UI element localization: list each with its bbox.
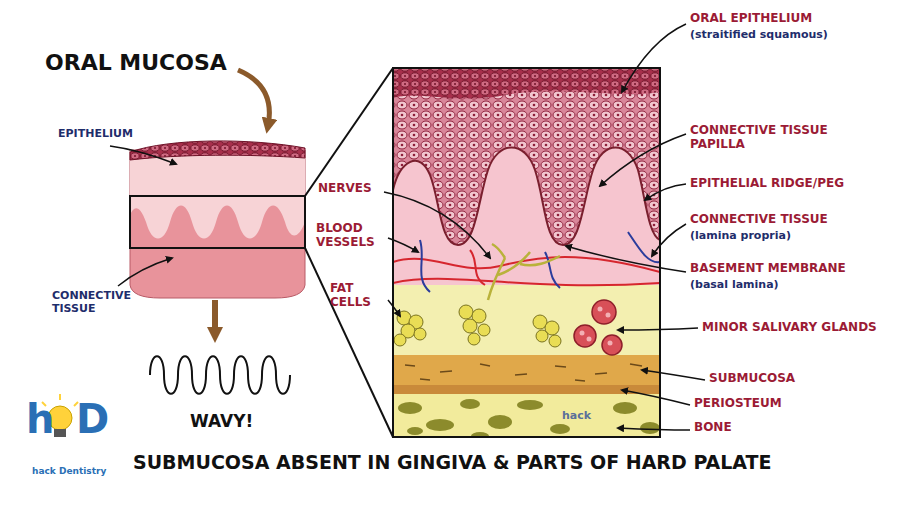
part-label: BLOOD VESSELS (316, 222, 386, 250)
logo-letter: h (26, 396, 54, 442)
part-label: CONNECTIVE TISSUE (52, 290, 147, 315)
part-label: BONE (694, 421, 732, 435)
part-label: PERIOSTEUM (694, 397, 782, 411)
watermark: hack (560, 410, 593, 423)
part-label: EPITHELIUM (58, 128, 133, 141)
part-label: BASEMENT MEMBRANE (690, 262, 846, 276)
part-label: CONNECTIVE TISSUE (690, 213, 828, 227)
part-sublabel: (straitified squamous) (690, 29, 828, 42)
mucosa-block (130, 141, 305, 298)
part-label: ORAL EPITHELIUM (690, 12, 812, 26)
note-label: WAVY! (190, 412, 253, 432)
part-label: NERVES (318, 182, 372, 196)
logo-text: hack Dentistry (32, 466, 106, 476)
logo-letter: D (76, 396, 109, 442)
part-label: MINOR SALIVARY GLANDS (702, 321, 877, 335)
part-label: SUBMUCOSA (709, 372, 795, 386)
diagram-title: ORAL MUCOSA (45, 50, 227, 75)
brown-arrows (150, 70, 290, 394)
leader-lines (110, 24, 705, 430)
part-sublabel: (lamina propria) (690, 230, 791, 243)
part-label: CONNECTIVE TISSUE PAPILLA (690, 124, 855, 152)
zoom-lines (305, 68, 393, 437)
diagram-caption: SUBMUCOSA ABSENT IN GINGIVA & PARTS OF H… (133, 452, 772, 474)
zoom-frame (393, 68, 660, 437)
part-sublabel: (basal lamina) (690, 279, 779, 292)
part-label: FAT CELLS (330, 282, 388, 310)
tissue-section (393, 68, 660, 437)
part-label: EPITHELIAL RIDGE/PEG (690, 177, 844, 191)
